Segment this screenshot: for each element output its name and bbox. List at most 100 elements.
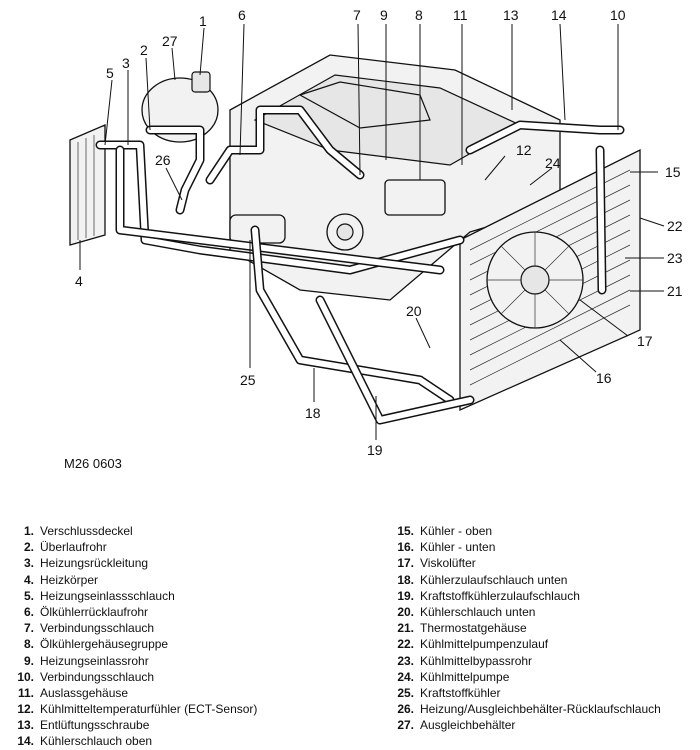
legend-item: 10. Verbindungsschlauch bbox=[16, 669, 376, 685]
legend-number: 7. bbox=[23, 621, 34, 636]
legend-label: Verbindungsschlauch bbox=[40, 621, 155, 636]
legend-number: 6. bbox=[23, 604, 34, 619]
heater-core bbox=[69, 124, 106, 246]
legend-item: 14.Kühlerschlauch oben bbox=[16, 733, 376, 749]
legend-label: Kühler - unten bbox=[420, 540, 496, 555]
legend-label: Kühlerschlauch oben bbox=[40, 734, 153, 749]
legend-label: Ölkühlergehäusegruppe bbox=[40, 637, 169, 652]
legend-number: 3. bbox=[23, 556, 34, 571]
callout-26: 26 bbox=[155, 152, 171, 168]
legend-label: Kühlerschlauch unten bbox=[420, 604, 536, 619]
legend-item: 9. Heizungseinlassrohr bbox=[16, 653, 376, 669]
legend-left: 1. Verschlussdeckel 2. Überlaufrohr 3. Heiz… bbox=[16, 523, 376, 750]
legend-label: Heizkörper bbox=[40, 572, 99, 587]
callout-9: 9 bbox=[380, 7, 388, 23]
legend-number: 4. bbox=[23, 572, 34, 587]
legend-item: 21. Thermostatgehäuse bbox=[396, 620, 696, 636]
legend-label: Heizungsrückleitung bbox=[40, 556, 149, 571]
legend-label: Kraftstoffkühler bbox=[420, 685, 501, 700]
callout-24: 24 bbox=[545, 155, 561, 171]
callout-2: 2 bbox=[140, 42, 148, 58]
legend-number: 18. bbox=[397, 572, 414, 587]
legend-label: Kühler - oben bbox=[420, 524, 493, 538]
legend-label: Auslassgehäuse bbox=[40, 685, 129, 700]
callout-16: 16 bbox=[596, 370, 612, 386]
legend-label: Ausgleichbehälter bbox=[420, 718, 516, 733]
callout-21: 21 bbox=[667, 283, 683, 299]
callout-5: 5 bbox=[106, 65, 114, 81]
legend-number: 10. bbox=[17, 669, 34, 684]
callout-8: 8 bbox=[415, 7, 423, 23]
legend-item: 11. Auslassgehäuse bbox=[16, 685, 376, 701]
callout-22: 22 bbox=[667, 218, 683, 234]
legend-label: Kühlmittelpumpe bbox=[420, 669, 510, 684]
legend-number: 16. bbox=[397, 540, 414, 555]
callout-7: 7 bbox=[353, 7, 361, 23]
legend-item: 22. Kühlmittelpumpenzulauf bbox=[396, 636, 696, 652]
leader-lines bbox=[79, 23, 665, 440]
legend-label: Heizungseinlassrohr bbox=[40, 653, 149, 668]
legend-label: Thermostatgehäuse bbox=[420, 621, 527, 636]
legend-item: 6. Ölkühlerrücklaufrohr bbox=[16, 604, 376, 620]
callout-25: 25 bbox=[240, 372, 256, 388]
callout-19: 19 bbox=[367, 442, 383, 458]
legend-number: 15. bbox=[397, 524, 414, 538]
legend-item: 18. Kühlerzulaufschlauch unten bbox=[396, 572, 696, 588]
legend-number: 11. bbox=[17, 685, 34, 700]
legend-number: 2. bbox=[23, 540, 34, 555]
legend-label: Viskolüfter bbox=[420, 556, 476, 571]
figure-id: M26 0603 bbox=[64, 456, 122, 471]
legend-item: 1. Verschlussdeckel bbox=[16, 523, 376, 539]
legend-number: 21. bbox=[397, 621, 414, 636]
legend-label: Entlüftungsschraube bbox=[40, 718, 150, 733]
callout-18: 18 bbox=[305, 405, 321, 421]
cooling-system-diagram: 1 2 3 4 5 6 7 8 9 10 11 12 13 14 15 16 1… bbox=[69, 7, 683, 458]
legend-label: Verbindungsschlauch bbox=[40, 669, 155, 684]
legend-item: 13.Entlüftungsschraube bbox=[16, 717, 376, 733]
callout-13: 13 bbox=[503, 7, 519, 23]
viscous-fan bbox=[486, 231, 584, 329]
coolant-hoses bbox=[95, 105, 625, 425]
legend-item: 16. Kühler - unten bbox=[396, 539, 696, 555]
legend-item: 7. Verbindungsschlauch bbox=[16, 620, 376, 636]
callout-1: 1 bbox=[199, 13, 207, 29]
callout-14: 14 bbox=[551, 7, 567, 23]
legend-item: 19.Kraftstoffkühlerzulaufschlauch bbox=[396, 588, 696, 604]
legend-number: 22. bbox=[397, 637, 414, 652]
legend-item: 25. Kraftstoffkühler bbox=[396, 685, 696, 701]
engine-block bbox=[229, 54, 561, 301]
legend-label: Kühlmitteltemperaturfühler (ECT-Sensor) bbox=[40, 702, 258, 717]
legend-item: 5.Heizungseinlassschlauch bbox=[16, 588, 376, 604]
legend-number: 27. bbox=[397, 718, 414, 733]
legend-number: 5. bbox=[23, 588, 34, 603]
legend-label: Ölkühlerrücklaufrohr bbox=[40, 604, 149, 619]
legend-number: 24. bbox=[397, 669, 414, 684]
legend-number: 23. bbox=[397, 653, 414, 668]
legend-number: 26. bbox=[397, 702, 414, 717]
legend-label: Kühlmittelpumpenzulauf bbox=[420, 637, 549, 652]
legend-label: Überlaufrohr bbox=[40, 540, 107, 555]
legend-label: Kühlmittelbypassrohr bbox=[420, 653, 533, 668]
callout-11: 11 bbox=[453, 7, 468, 23]
legend-number: 17. bbox=[397, 556, 414, 571]
legend-number: 19. bbox=[397, 588, 414, 603]
legend-item: 12.Kühlmitteltemperaturfühler (ECT-Senso… bbox=[16, 701, 376, 717]
callout-17: 17 bbox=[637, 333, 653, 349]
callout-3: 3 bbox=[122, 55, 130, 71]
legend-item: 15. Kühler - oben bbox=[396, 523, 696, 539]
legend-item: 4. Heizkörper bbox=[16, 572, 376, 588]
callout-20: 20 bbox=[406, 303, 422, 319]
legend-item: 20.Kühlerschlauch unten bbox=[396, 604, 696, 620]
legend-number: 9. bbox=[23, 653, 34, 668]
legend-item: 24. Kühlmittelpumpe bbox=[396, 669, 696, 685]
legend-item: 8.Ölkühlergehäusegruppe bbox=[16, 636, 376, 652]
callout-12: 12 bbox=[516, 142, 532, 158]
legend-item: 23. Kühlmittelbypassrohr bbox=[396, 653, 696, 669]
legend-number: 1. bbox=[23, 524, 34, 538]
callout-6: 6 bbox=[238, 7, 246, 23]
legend-item: 17. Viskolüfter bbox=[396, 555, 696, 571]
legend-number: 25. bbox=[397, 685, 414, 700]
legend-label: Kühlerzulaufschlauch unten bbox=[420, 572, 568, 587]
legend-label: Verschlussdeckel bbox=[40, 524, 133, 538]
callout-numbers: 1 2 3 4 5 6 7 8 9 10 11 12 13 14 15 16 1… bbox=[75, 7, 683, 458]
